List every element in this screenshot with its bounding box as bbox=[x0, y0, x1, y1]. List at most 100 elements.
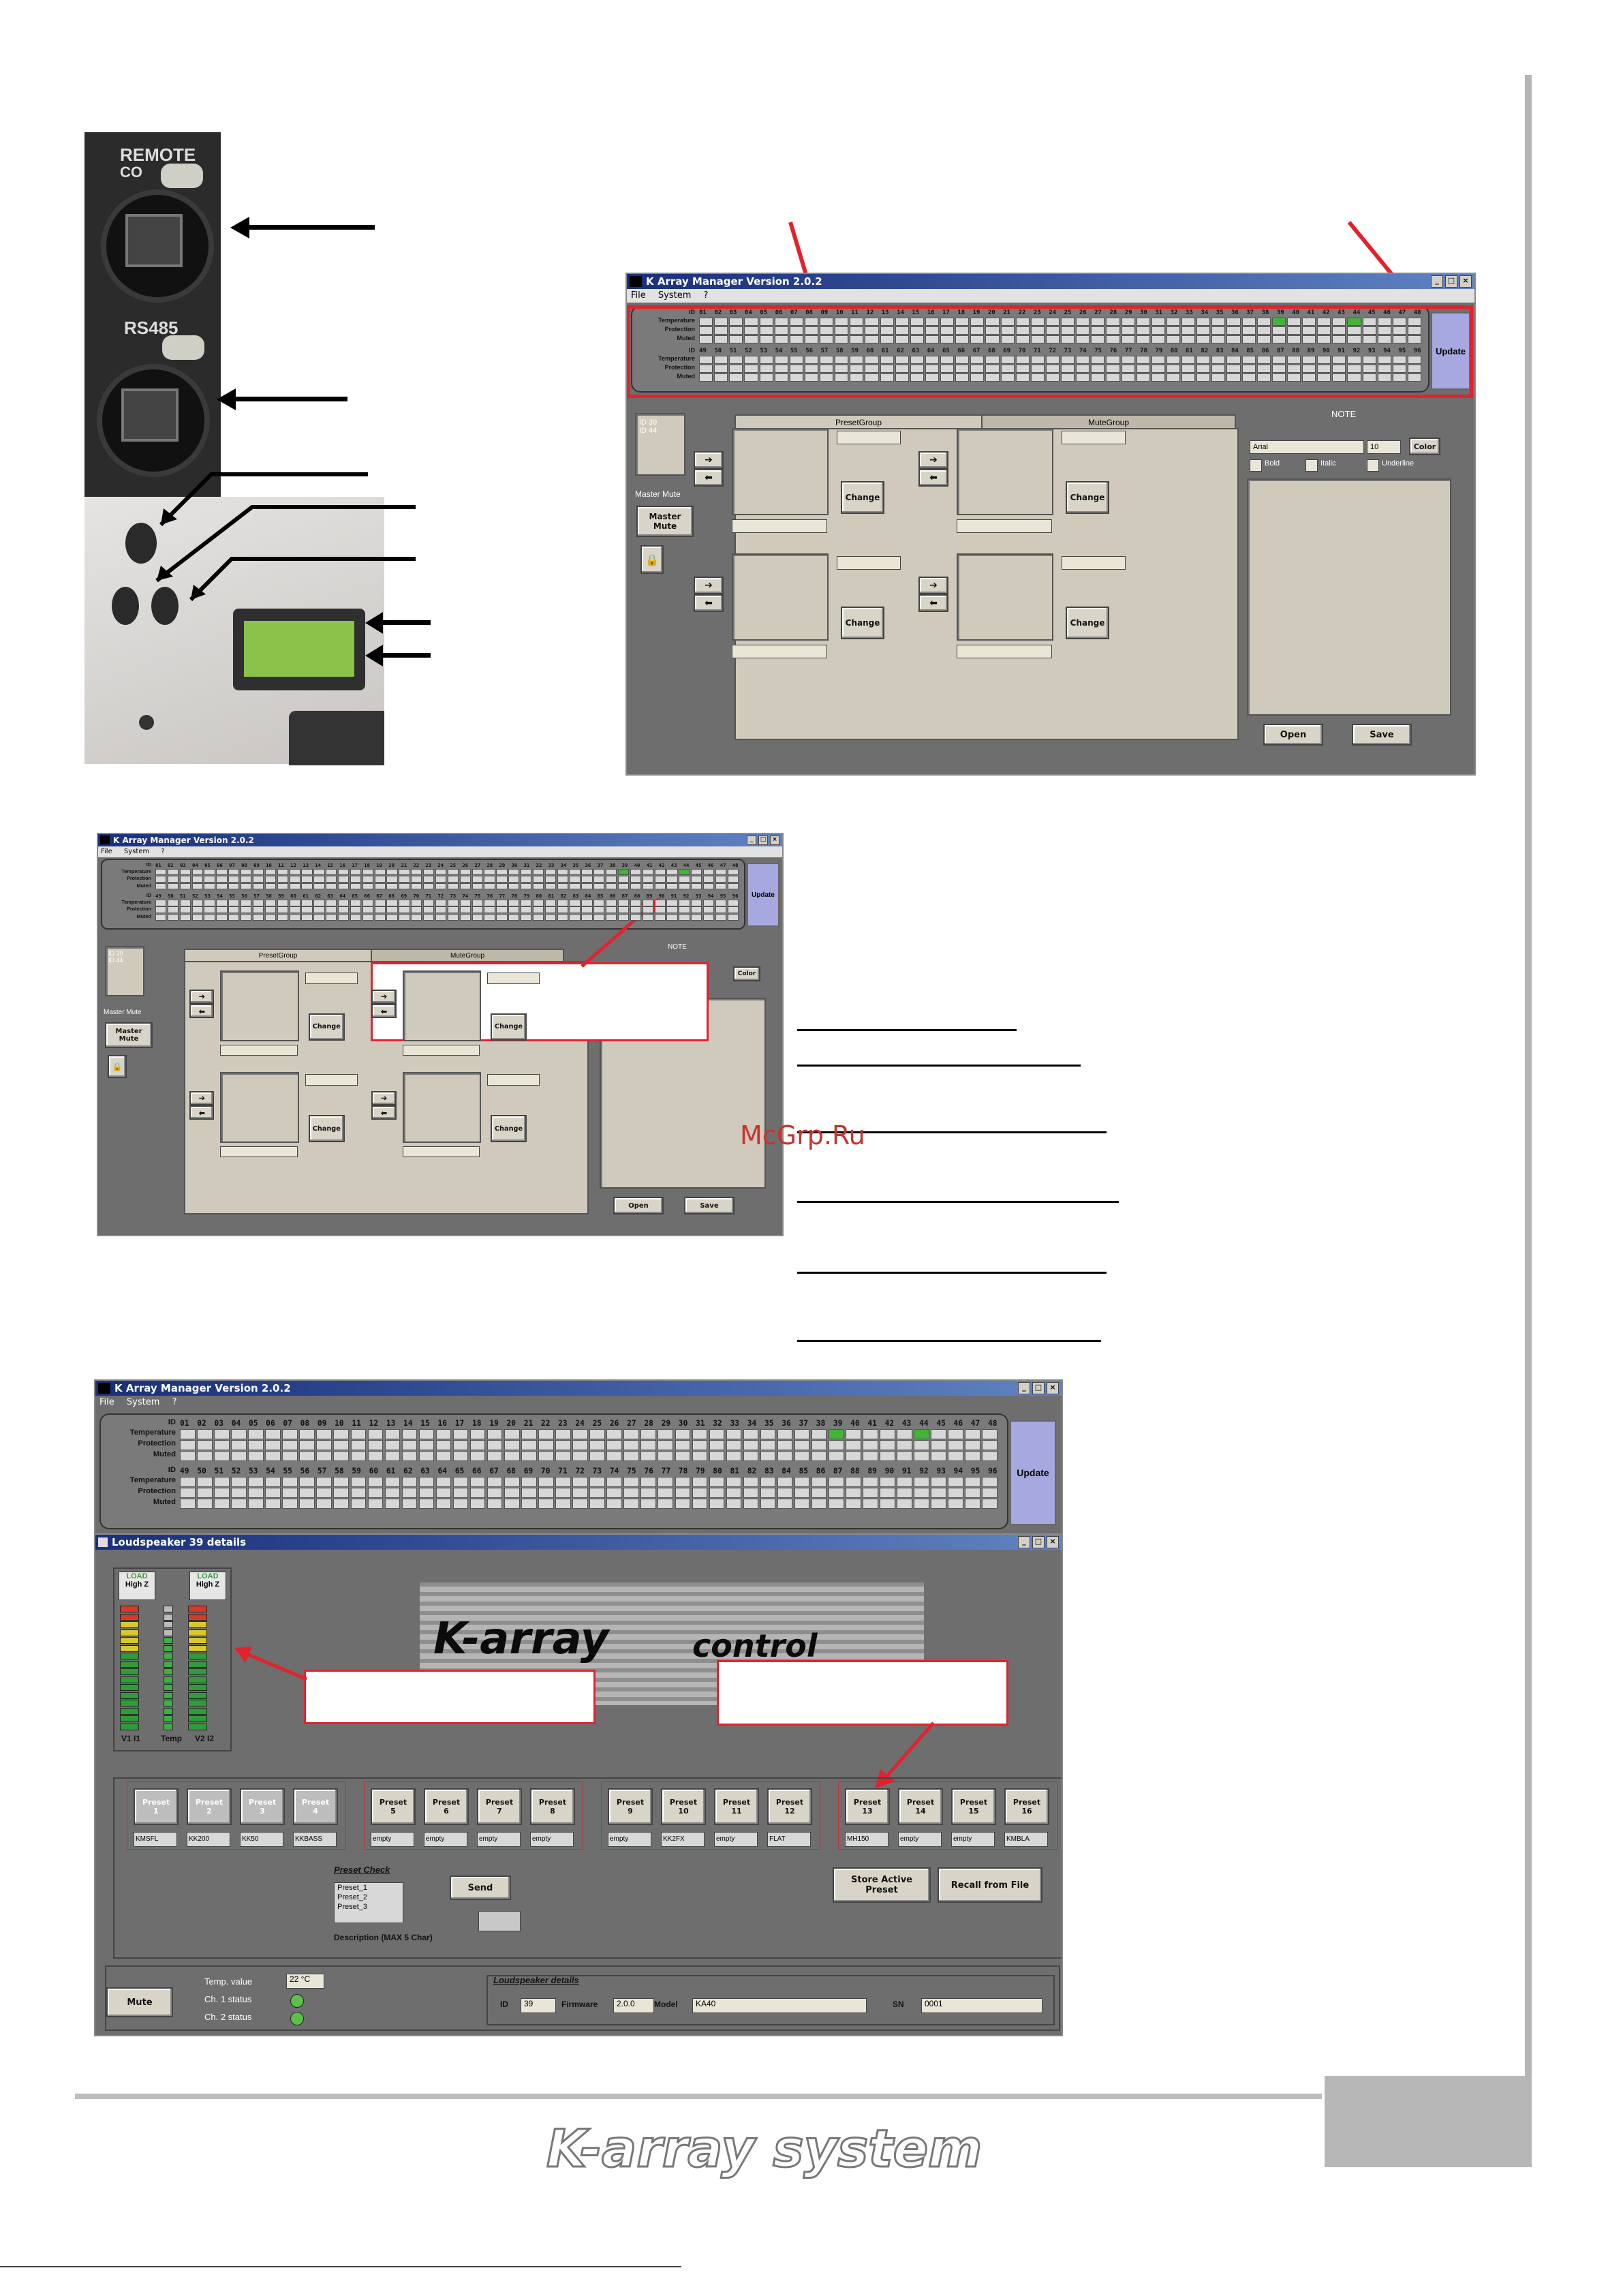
status-cell[interactable] bbox=[521, 1499, 537, 1509]
status-cell[interactable] bbox=[642, 914, 653, 921]
status-cell[interactable] bbox=[658, 1499, 673, 1509]
status-cell[interactable] bbox=[214, 1451, 230, 1461]
status-cell[interactable] bbox=[794, 1487, 810, 1498]
store-active-preset-button[interactable]: Store Active Preset bbox=[833, 1867, 931, 1903]
master-mute-button[interactable]: Master Mute bbox=[105, 1022, 153, 1048]
status-cell[interactable] bbox=[789, 365, 803, 373]
status-cell[interactable] bbox=[1151, 365, 1165, 373]
status-cell[interactable] bbox=[1030, 335, 1045, 343]
change-button[interactable]: Change bbox=[308, 1013, 345, 1041]
status-cell[interactable] bbox=[241, 906, 252, 914]
status-cell[interactable] bbox=[228, 868, 240, 876]
status-cell[interactable] bbox=[914, 1476, 929, 1487]
status-cell[interactable] bbox=[282, 1487, 298, 1498]
status-cell[interactable] bbox=[1347, 356, 1361, 364]
status-cell[interactable] bbox=[435, 906, 447, 914]
status-cell[interactable] bbox=[880, 326, 894, 335]
status-cell[interactable] bbox=[299, 1499, 315, 1509]
status-cell[interactable] bbox=[1317, 356, 1331, 364]
status-cell[interactable] bbox=[606, 868, 617, 876]
status-cell[interactable] bbox=[729, 326, 743, 335]
status-cell[interactable] bbox=[1377, 373, 1391, 382]
status-cell[interactable] bbox=[691, 876, 702, 883]
status-cell[interactable] bbox=[948, 1476, 963, 1487]
status-cell[interactable] bbox=[709, 1487, 725, 1498]
status-cell[interactable] bbox=[1271, 335, 1286, 343]
status-cell[interactable] bbox=[214, 1499, 230, 1509]
group-select[interactable] bbox=[1062, 556, 1126, 570]
status-cell[interactable] bbox=[1061, 356, 1075, 364]
send-button[interactable]: Send bbox=[450, 1876, 511, 1900]
status-cell[interactable] bbox=[504, 1451, 520, 1461]
status-cell[interactable] bbox=[1076, 326, 1090, 335]
status-cell[interactable] bbox=[411, 883, 422, 890]
status-cell[interactable] bbox=[828, 1439, 844, 1450]
status-cell[interactable] bbox=[820, 318, 834, 326]
status-cell[interactable] bbox=[727, 868, 739, 876]
status-cell[interactable] bbox=[744, 365, 758, 373]
status-cell[interactable] bbox=[1407, 373, 1421, 382]
status-cell[interactable] bbox=[155, 906, 167, 914]
status-cell[interactable] bbox=[897, 1428, 912, 1439]
status-cell[interactable] bbox=[744, 373, 758, 382]
status-cell[interactable] bbox=[955, 373, 970, 382]
status-cell[interactable] bbox=[435, 1428, 452, 1439]
status-cell[interactable] bbox=[820, 356, 834, 364]
status-cell[interactable] bbox=[774, 335, 788, 343]
status-cell[interactable] bbox=[1256, 365, 1271, 373]
status-cell[interactable] bbox=[789, 318, 803, 326]
status-cell[interactable] bbox=[179, 899, 191, 906]
status-cell[interactable] bbox=[435, 899, 447, 906]
status-cell[interactable] bbox=[1302, 356, 1316, 364]
status-cell[interactable] bbox=[326, 868, 337, 876]
status-cell[interactable] bbox=[965, 1476, 980, 1487]
status-cell[interactable] bbox=[521, 1476, 537, 1487]
status-cell[interactable] bbox=[538, 1499, 554, 1509]
status-cell[interactable] bbox=[241, 883, 252, 890]
status-cell[interactable] bbox=[965, 1428, 980, 1439]
status-cell[interactable] bbox=[532, 899, 544, 906]
status-cell[interactable] bbox=[252, 883, 264, 890]
status-cell[interactable] bbox=[521, 868, 532, 876]
arrow-right-icon[interactable]: ➔ bbox=[694, 451, 724, 469]
status-cell[interactable] bbox=[557, 876, 568, 883]
status-cell[interactable] bbox=[630, 914, 642, 921]
status-cell[interactable] bbox=[167, 876, 179, 883]
status-cell[interactable] bbox=[418, 1476, 435, 1487]
status-cell[interactable] bbox=[760, 1428, 776, 1439]
status-cell[interactable] bbox=[804, 365, 818, 373]
status-cell[interactable] bbox=[423, 883, 435, 890]
status-cell[interactable] bbox=[640, 1428, 656, 1439]
status-cell[interactable] bbox=[472, 876, 483, 883]
status-cell[interactable] bbox=[374, 876, 386, 883]
status-cell[interactable] bbox=[1106, 326, 1120, 335]
lock-icon[interactable]: 🔒 bbox=[640, 545, 664, 574]
status-cell[interactable] bbox=[642, 883, 653, 890]
status-cell[interactable] bbox=[469, 1451, 486, 1461]
status-cell[interactable] bbox=[452, 1451, 469, 1461]
status-cell[interactable] bbox=[362, 883, 373, 890]
status-cell[interactable] bbox=[1392, 373, 1406, 382]
status-cell[interactable] bbox=[714, 365, 728, 373]
status-cell[interactable] bbox=[692, 1428, 708, 1439]
menu-system[interactable]: System bbox=[126, 1397, 160, 1407]
status-cell[interactable] bbox=[692, 1476, 708, 1487]
status-cell[interactable] bbox=[484, 899, 495, 906]
status-cell[interactable] bbox=[496, 914, 508, 921]
status-cell[interactable] bbox=[180, 1487, 196, 1498]
status-cell[interactable] bbox=[666, 906, 678, 914]
status-cell[interactable] bbox=[846, 1451, 861, 1461]
status-cell[interactable] bbox=[241, 876, 252, 883]
italic-checkbox[interactable] bbox=[1305, 459, 1318, 472]
status-cell[interactable] bbox=[759, 365, 773, 373]
status-cell[interactable] bbox=[1332, 326, 1346, 335]
status-cell[interactable] bbox=[774, 356, 788, 364]
color-button[interactable]: Color bbox=[733, 966, 760, 981]
status-cell[interactable] bbox=[789, 373, 803, 382]
status-cell[interactable] bbox=[729, 356, 743, 364]
status-cell[interactable] bbox=[606, 876, 617, 883]
status-cell[interactable] bbox=[472, 906, 483, 914]
mute-button[interactable]: Mute bbox=[106, 1987, 173, 2017]
status-cell[interactable] bbox=[1015, 326, 1030, 335]
